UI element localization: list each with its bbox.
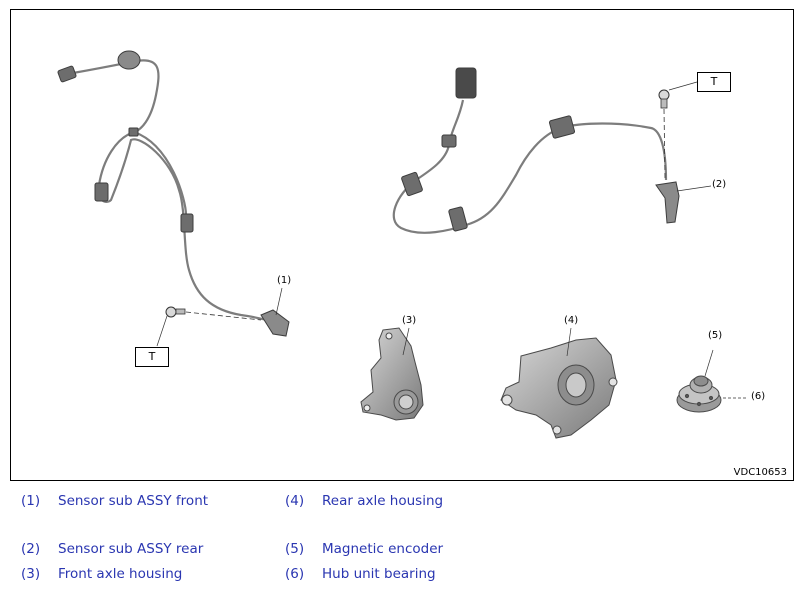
callout-1: (1) xyxy=(277,275,292,286)
rear-axle-housing xyxy=(500,337,618,439)
legend-label: Front axle housing xyxy=(58,566,183,582)
callout-1-leader xyxy=(275,287,283,316)
callout-3-leader xyxy=(402,327,410,356)
parts-illustration xyxy=(57,50,747,439)
legend-number: (4) xyxy=(285,493,305,509)
legend-label: Magnetic encoder xyxy=(322,541,444,557)
callout-3: (3) xyxy=(402,315,417,326)
callout-5: (5) xyxy=(708,330,723,341)
legend-number: (3) xyxy=(21,566,41,582)
front-sensor-connectors xyxy=(57,50,290,337)
rear-sensor-harness xyxy=(392,99,668,234)
rear-sensor-connectors xyxy=(401,67,680,232)
legend-label: Sensor sub ASSY rear xyxy=(58,541,204,557)
legend-label: Sensor sub ASSY front xyxy=(58,493,209,509)
legend-label: Rear axle housing xyxy=(322,493,444,509)
legend-number: (6) xyxy=(285,566,305,582)
front-sensor-bolt xyxy=(156,306,262,347)
callout-5-leader xyxy=(704,349,714,377)
hub-unit-bearing xyxy=(676,375,722,413)
legend-number: (1) xyxy=(21,493,41,509)
figure-id: VDC10653 xyxy=(733,467,787,478)
callout-6: (6) xyxy=(751,391,766,402)
diagram-figure: (1) (2) (3) (4) (5) (6) T T VDC10653 xyxy=(10,9,794,481)
torque-mark-front: T xyxy=(135,347,169,367)
legend-label: Hub unit bearing xyxy=(322,566,436,582)
callout-2-leader xyxy=(676,185,712,192)
callout-4-leader xyxy=(566,327,572,357)
callout-4: (4) xyxy=(564,315,579,326)
callout-2: (2) xyxy=(712,179,727,190)
torque-mark-rear: T xyxy=(697,72,731,92)
rear-sensor-bolt xyxy=(658,81,698,179)
legend-number: (5) xyxy=(285,541,305,557)
legend-number: (2) xyxy=(21,541,41,557)
front-axle-housing xyxy=(360,327,424,421)
front-sensor-harness xyxy=(72,59,277,324)
